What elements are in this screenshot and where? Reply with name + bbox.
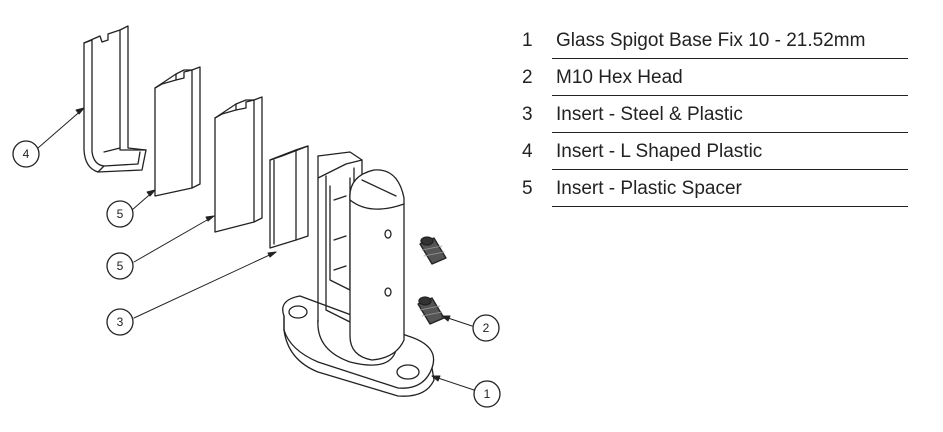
part-description: Insert - L Shaped Plastic bbox=[556, 141, 763, 162]
spacer-insert-lower bbox=[214, 96, 263, 233]
svg-text:5: 5 bbox=[117, 207, 124, 221]
parts-list-row: 4 Insert - L Shaped Plastic bbox=[512, 133, 908, 170]
row-divider bbox=[552, 95, 908, 96]
part-number: 2 bbox=[522, 67, 533, 88]
part-description: M10 Hex Head bbox=[556, 67, 683, 88]
callout-4: 4 bbox=[12, 140, 40, 168]
hex-screw-lower bbox=[417, 296, 445, 325]
part-number: 5 bbox=[522, 178, 533, 199]
row-divider bbox=[552, 206, 908, 207]
row-divider bbox=[552, 169, 908, 170]
parts-list-row: 3 Insert - Steel & Plastic bbox=[512, 96, 908, 133]
part-number: 3 bbox=[522, 104, 533, 125]
part-number: 4 bbox=[522, 141, 533, 162]
part-description: Insert - Steel & Plastic bbox=[556, 104, 743, 125]
callout-2: 2 bbox=[472, 314, 500, 342]
part-description: Glass Spigot Base Fix 10 - 21.52mm bbox=[556, 30, 866, 51]
callout-5-upper: 5 bbox=[106, 200, 134, 228]
callout-5-lower: 5 bbox=[106, 252, 134, 280]
row-divider bbox=[552, 58, 908, 59]
part-description: Insert - Plastic Spacer bbox=[556, 178, 742, 199]
steel-insert bbox=[269, 145, 309, 249]
parts-list-row: 2 M10 Hex Head bbox=[512, 59, 908, 96]
spacer-insert-upper bbox=[154, 66, 201, 197]
svg-text:4: 4 bbox=[23, 147, 30, 161]
row-divider bbox=[552, 132, 908, 133]
parts-list: 1 Glass Spigot Base Fix 10 - 21.52mm 2 M… bbox=[512, 22, 908, 207]
svg-text:1: 1 bbox=[484, 387, 491, 401]
callout-3: 3 bbox=[106, 308, 134, 336]
svg-text:5: 5 bbox=[117, 259, 124, 273]
svg-text:2: 2 bbox=[483, 321, 490, 335]
spigot-base bbox=[282, 151, 435, 397]
part-number: 1 bbox=[522, 30, 533, 51]
l-shaped-insert bbox=[83, 25, 147, 173]
svg-text:3: 3 bbox=[117, 315, 124, 329]
callout-1: 1 bbox=[473, 380, 501, 408]
parts-list-row: 5 Insert - Plastic Spacer bbox=[512, 170, 908, 207]
hex-screw-upper bbox=[419, 236, 447, 265]
leader-lines bbox=[37, 107, 475, 391]
parts-list-row: 1 Glass Spigot Base Fix 10 - 21.52mm bbox=[512, 22, 908, 59]
